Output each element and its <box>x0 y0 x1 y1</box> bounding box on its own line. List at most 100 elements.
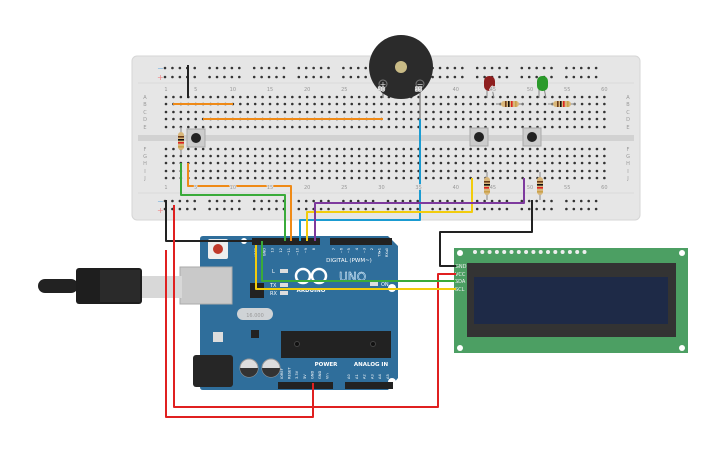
column-number: 45 <box>490 87 496 93</box>
rail-hole <box>483 66 486 70</box>
reset-button[interactable] <box>213 244 223 254</box>
push-button[interactable] <box>469 127 489 147</box>
hole <box>424 117 428 121</box>
hole <box>424 169 428 173</box>
hole <box>313 102 316 106</box>
hole <box>298 176 302 180</box>
piezo-buzzer[interactable]: + − <box>369 35 433 120</box>
pin-label: A5 <box>386 374 390 379</box>
power-header[interactable] <box>278 382 333 389</box>
hole <box>387 125 391 129</box>
lcd-header-pin <box>524 250 529 254</box>
hole <box>424 102 428 106</box>
wire-red-lcd-vcc[interactable] <box>173 205 456 408</box>
hole <box>231 154 235 158</box>
wire-yellow-scl[interactable] <box>255 245 456 290</box>
hole <box>372 110 376 114</box>
wire-purple-button[interactable] <box>314 178 525 241</box>
hole <box>476 147 480 151</box>
rail-hole <box>185 207 189 211</box>
led-green[interactable] <box>537 76 548 99</box>
pin-label: ~9 <box>304 247 308 253</box>
resistor[interactable] <box>484 172 490 200</box>
hole <box>476 176 480 180</box>
hole <box>320 169 324 173</box>
hole <box>409 154 413 158</box>
wire-blue-buzzer[interactable] <box>299 119 421 241</box>
rail-hole <box>446 199 449 203</box>
resistor[interactable] <box>537 172 543 200</box>
hole <box>588 117 591 121</box>
hole <box>402 176 406 180</box>
hole <box>551 169 554 173</box>
rail-hole <box>461 66 464 70</box>
wire-red-5v[interactable] <box>165 250 314 418</box>
rail-hole <box>527 75 531 79</box>
digital-header-low[interactable] <box>330 238 392 245</box>
rail-hole <box>193 207 197 211</box>
resistor[interactable] <box>178 127 184 155</box>
usb-cable[interactable] <box>38 268 182 304</box>
hole <box>543 154 547 158</box>
wire-orange-button[interactable] <box>187 163 292 241</box>
pin-label: ~5 <box>347 248 351 253</box>
resistor[interactable] <box>548 101 576 107</box>
hole <box>298 125 302 129</box>
wire-green-sda[interactable] <box>261 241 456 282</box>
wire-yellow-button[interactable] <box>306 178 473 241</box>
hole <box>372 102 376 106</box>
hole <box>543 117 547 121</box>
wire-black-gnd[interactable] <box>165 200 256 242</box>
hole <box>372 161 376 165</box>
digital-header-high[interactable] <box>252 238 320 245</box>
rail-hole <box>505 207 509 211</box>
hole <box>395 176 398 180</box>
hole <box>461 147 465 151</box>
hole <box>454 125 458 129</box>
mount-hole <box>457 250 463 256</box>
hole <box>313 154 316 158</box>
wire-black-lcd-gnd[interactable] <box>439 200 533 267</box>
push-button[interactable] <box>522 127 542 147</box>
row-letter: B <box>626 102 630 108</box>
pin-label: GND <box>318 371 322 379</box>
hole <box>201 147 205 151</box>
push-button-cap[interactable] <box>191 133 201 143</box>
hole <box>350 110 354 114</box>
analog-header[interactable] <box>345 382 393 389</box>
wire-green-button[interactable] <box>180 163 286 241</box>
rail-hole <box>356 207 360 211</box>
push-button-cap[interactable] <box>474 132 484 142</box>
hole <box>365 110 368 114</box>
rail-hole <box>565 207 568 211</box>
column-number: 15 <box>267 87 273 93</box>
resistor-band <box>515 101 517 107</box>
led-red[interactable] <box>484 76 495 99</box>
column-number: 35 <box>415 185 421 191</box>
rail-hole <box>520 207 524 211</box>
hole <box>164 125 168 129</box>
resistor[interactable] <box>496 101 524 107</box>
hole <box>573 176 576 180</box>
column-number: 15 <box>267 185 273 191</box>
hole <box>224 161 227 165</box>
lcd-i2c-16x2[interactable]: GND VCC SDA SCL <box>454 248 688 353</box>
hole <box>528 176 532 180</box>
rail-hole <box>193 75 197 79</box>
hole <box>432 95 435 99</box>
lcd-header-pin <box>575 250 580 254</box>
push-button[interactable] <box>186 128 206 148</box>
hole <box>194 117 198 121</box>
hole <box>439 102 443 106</box>
rail-hole <box>349 199 353 203</box>
hole <box>320 176 324 180</box>
hole <box>580 147 584 151</box>
hole <box>573 161 576 165</box>
hole <box>469 117 472 121</box>
rail-hole <box>327 75 330 79</box>
push-button-cap[interactable] <box>527 132 537 142</box>
rail-hole <box>342 207 345 211</box>
